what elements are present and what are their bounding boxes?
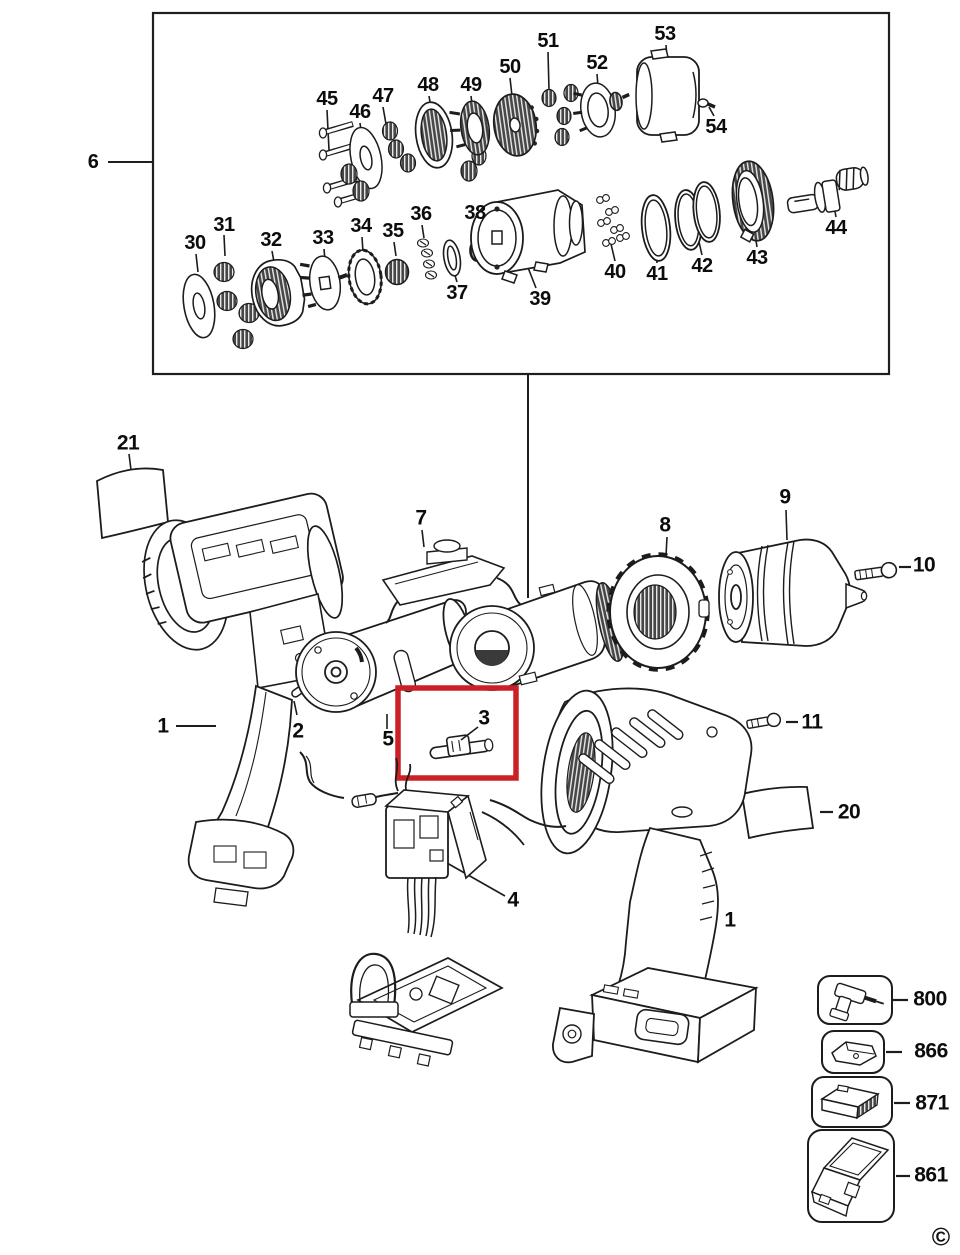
rear-housing-drawing [141, 492, 344, 907]
part-label-43: 43 [746, 247, 768, 269]
chuck-9 [718, 509, 868, 647]
part-label-31: 31 [213, 214, 235, 236]
spindle-44 [786, 166, 869, 214]
part-label-9: 9 [779, 485, 791, 509]
part-label-6: 6 [87, 151, 99, 173]
washer-30 [182, 273, 216, 339]
switch-assembly-4 [349, 789, 506, 1067]
part-label-51: 51 [537, 30, 559, 52]
part-label-40: 40 [604, 261, 626, 283]
gearbox-parts-drawing [182, 44, 869, 350]
part-label-1-right: 1 [724, 908, 736, 932]
bracket-7 [381, 529, 530, 624]
part-label-52: 52 [586, 52, 608, 74]
toothed-ring-43 [731, 160, 775, 243]
ring-41 [640, 194, 672, 262]
carrier-52 [573, 82, 630, 138]
part-label-53: 53 [654, 23, 676, 45]
battery-icon [820, 1084, 880, 1120]
part-label-34: 34 [350, 215, 372, 237]
accessory-label-871: 871 [915, 1091, 949, 1115]
part-label-37: 37 [446, 282, 468, 304]
roller-gears-31 [213, 261, 260, 350]
part-label-10: 10 [912, 553, 936, 577]
ring-gear-48 [414, 101, 454, 169]
drill-unit-icon [829, 982, 884, 1022]
part-label-2: 2 [292, 719, 304, 743]
washer-37 [442, 239, 462, 277]
clutch-gear-50 [492, 93, 540, 157]
ring-34 [347, 248, 383, 306]
part-label-39: 39 [529, 288, 551, 310]
accessory-label-800: 800 [913, 987, 947, 1011]
washer-46 [349, 126, 383, 190]
part-label-46: 46 [349, 101, 371, 123]
charger-icon [831, 1041, 877, 1066]
part-label-32: 32 [260, 229, 282, 251]
part-label-3: 3 [478, 706, 490, 730]
part-label-7: 7 [415, 506, 427, 530]
part-label-45: 45 [316, 88, 338, 110]
part-label-38: 38 [464, 202, 486, 224]
ring-gear-32 [250, 258, 306, 327]
part-label-20: 20 [837, 800, 861, 824]
gear-assembly-drawing [449, 580, 633, 691]
part-label-33: 33 [312, 227, 334, 249]
selector-lever-3 [429, 734, 494, 760]
part-label-50: 50 [499, 56, 521, 78]
highlight-box-part-3 [395, 685, 519, 781]
accessory-label-861: 861 [914, 1163, 948, 1187]
part-label-30: 30 [184, 232, 206, 254]
screw-54 [697, 98, 716, 109]
clutch-collar-8 [606, 536, 710, 672]
springs-36 [416, 238, 438, 280]
accessory-label-866: 866 [914, 1039, 948, 1063]
label-sticker-21 [96, 453, 169, 540]
gear-plate-49 [449, 100, 491, 156]
part-label-54: 54 [705, 116, 727, 138]
copyright-mark: © [931, 1223, 951, 1252]
screw-10 [854, 561, 911, 581]
screw-11 [746, 712, 798, 729]
part-label-47: 47 [372, 85, 394, 107]
part-label-1-left: 1 [157, 714, 169, 738]
small-gears-51 [541, 83, 579, 147]
part-label-36: 36 [410, 203, 432, 225]
part-label-41: 41 [646, 263, 668, 285]
carrier-33 [299, 255, 348, 311]
part-label-11: 11 [801, 710, 823, 734]
part-label-35: 35 [382, 220, 404, 242]
part-label-21: 21 [116, 431, 140, 455]
part-label-48: 48 [417, 74, 439, 96]
part-label-44: 44 [825, 217, 847, 239]
housing-cup-53 [635, 48, 700, 143]
balls-40 [596, 194, 630, 247]
motor-drawing [295, 598, 480, 729]
gearcase-39 [470, 189, 586, 284]
gearbox-inset-box [108, 11, 891, 598]
wiring-drawing [299, 751, 567, 846]
part-label-4: 4 [507, 888, 519, 912]
kitbox-icon [810, 1137, 890, 1217]
label-sticker-20 [740, 785, 833, 840]
rings-42 [674, 181, 721, 251]
small-gears-47 [340, 121, 487, 202]
part-label-8: 8 [659, 513, 671, 537]
part-label-5: 5 [382, 727, 394, 751]
accessory-thumbnails [807, 975, 910, 1223]
part-label-42: 42 [691, 255, 713, 277]
front-housing-drawing [540, 687, 759, 1064]
pinion-35 [384, 258, 410, 286]
part-label-49: 49 [460, 74, 482, 96]
